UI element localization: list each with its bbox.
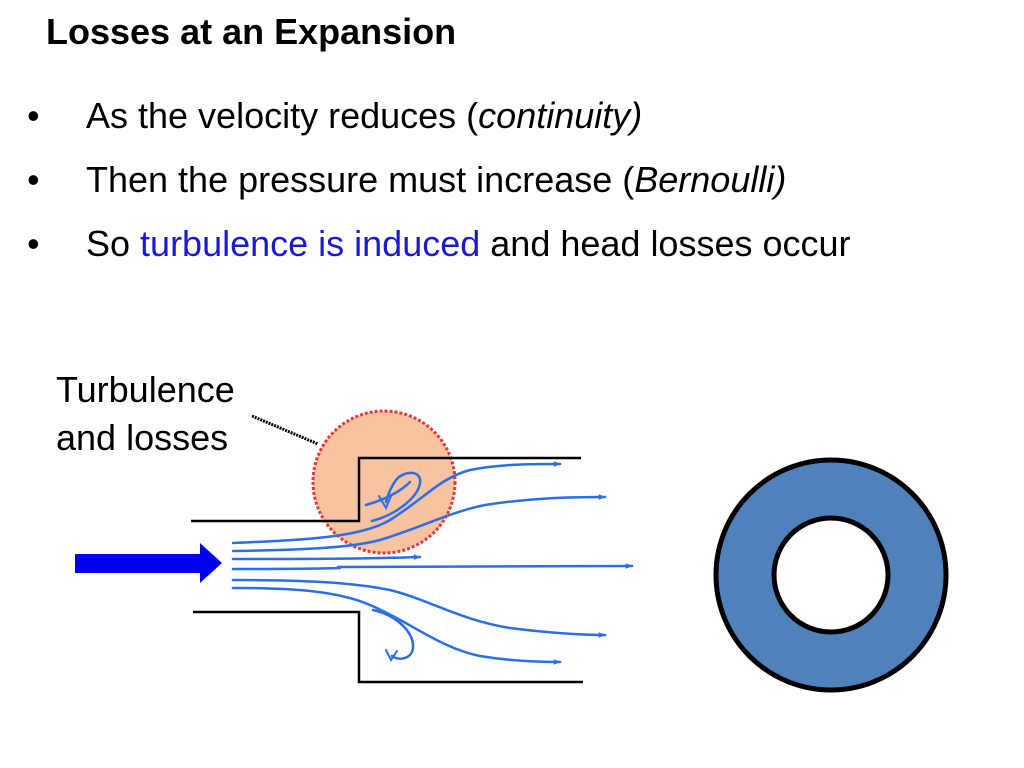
annotation-line-1: Turbulence [56, 369, 235, 410]
slide-title: Losses at an Expansion [46, 11, 457, 52]
turbulence-zone-circle [311, 409, 457, 555]
bullet-text: Then the pressure must increase (Bernoul… [86, 159, 787, 200]
annotation-leader-line [251, 414, 319, 446]
term-bernoulli: Bernoulli) [634, 159, 787, 200]
eddy-swirl-icon [364, 471, 422, 523]
pipe-lower-wall [193, 610, 583, 684]
streamline [336, 563, 634, 569]
annotation-line-2: and losses [56, 417, 229, 458]
streamline [231, 461, 562, 545]
streamline [231, 566, 342, 571]
turbulence-highlight: turbulence is induced [140, 223, 481, 264]
streamline [231, 578, 607, 638]
bullet-text: As the velocity reduces (continuity) [86, 95, 643, 136]
bullet-marker: • [27, 159, 40, 200]
term-continuity: continuity) [478, 95, 643, 136]
pipe-upper-wall [191, 456, 581, 523]
streamline [231, 494, 607, 553]
streamline [231, 586, 562, 665]
eddy-swirl-icon [371, 608, 415, 662]
bullet-marker: • [27, 223, 40, 264]
right-arrow-icon [75, 543, 222, 583]
bullet-text: So turbulence is induced and head losses… [86, 223, 851, 264]
streamline [231, 554, 422, 561]
turbulence-annotation: Turbulence and losses [56, 366, 235, 462]
bullet-marker: • [27, 95, 40, 136]
annulus-cross-section [713, 457, 949, 693]
